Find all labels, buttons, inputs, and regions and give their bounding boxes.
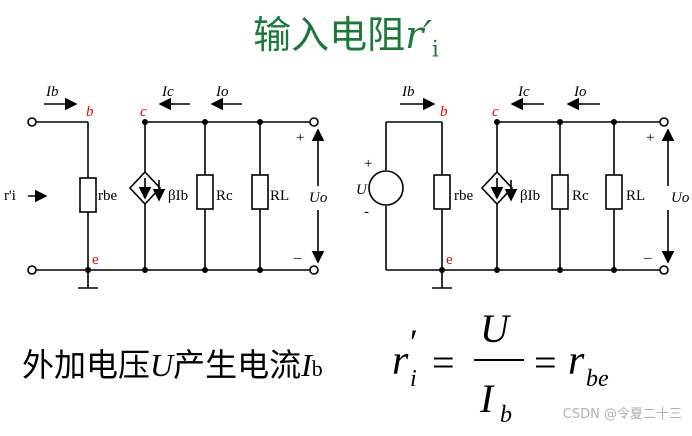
- right-ib-label: Ib: [401, 84, 415, 100]
- right-node-c: c: [492, 104, 499, 120]
- formula-lhs-sub: i: [410, 366, 417, 392]
- right-ic-label: Ic: [517, 84, 530, 100]
- left-output-terminal-bottom: [309, 265, 319, 275]
- left-input-terminal-bottom: [27, 265, 37, 275]
- left-node-e: e: [92, 252, 99, 268]
- formula-equals-2: =: [534, 340, 557, 385]
- formula-denominator: I: [479, 376, 495, 421]
- left-node-c: c: [140, 104, 147, 120]
- formula: r ′ i = U I b = r be: [392, 306, 609, 428]
- right-minus-sign: –: [643, 250, 652, 266]
- right-junctions: [439, 119, 617, 273]
- left-uo-label: Uo: [309, 190, 328, 206]
- caption-i: I: [301, 347, 312, 383]
- right-source-plus: +: [364, 156, 372, 172]
- left-rbe-label: rbe: [98, 188, 117, 204]
- left-rc-label: Rc: [216, 188, 233, 204]
- formula-den-sub: b: [500, 402, 512, 428]
- right-rc-resistor: [551, 174, 569, 210]
- left-output-terminal-top: [309, 117, 319, 127]
- caption-i-sub: b: [311, 356, 323, 381]
- right-io-label: Io: [573, 84, 587, 100]
- right-output-terminal-top: [659, 117, 669, 127]
- caption-text: 外加电压: [22, 347, 151, 383]
- formula-rhs: r: [568, 338, 585, 384]
- left-circuit: [27, 97, 325, 289]
- left-input-terminal-top: [27, 117, 37, 127]
- formula-numerator: U: [480, 306, 512, 351]
- right-circuit: [368, 97, 675, 289]
- right-output-terminal-bottom: [659, 265, 669, 275]
- left-source-label: βIb: [168, 188, 188, 204]
- caption-u: U: [150, 347, 174, 383]
- left-rl-resistor: [251, 174, 269, 210]
- left-plus-sign: +: [296, 130, 304, 146]
- right-source-label: βIb: [520, 188, 540, 204]
- left-junctions: [85, 119, 263, 273]
- watermark: CSDN @令夏二十三: [562, 407, 682, 422]
- caption-mid: 产生电流: [173, 347, 302, 383]
- right-rl-label: RL: [626, 188, 645, 204]
- left-ib-label: Ib: [45, 84, 59, 100]
- page-title: 输入电阻r′i: [0, 4, 692, 63]
- right-node-b: b: [440, 104, 448, 120]
- left-rc-resistor: [196, 174, 214, 210]
- formula-lhs: r: [392, 338, 409, 384]
- right-voltage-source: [368, 170, 404, 206]
- right-rbe-label: rbe: [454, 188, 473, 204]
- formula-equals-1: =: [432, 340, 455, 385]
- title-subscript: i: [431, 37, 439, 63]
- left-input-resistance-label: r'i: [4, 188, 16, 204]
- right-rbe-resistor: [433, 174, 451, 210]
- right-node-e: e: [446, 252, 453, 268]
- right-rc-label: Rc: [572, 188, 589, 204]
- caption: 外加电压U产生电流Ib: [22, 340, 323, 386]
- left-rl-label: RL: [270, 188, 289, 204]
- left-rbe-resistor: [79, 177, 97, 213]
- right-rl-resistor: [605, 174, 623, 210]
- formula-prime: ′: [410, 322, 418, 362]
- left-node-b: b: [86, 104, 94, 120]
- right-plus-sign: +: [646, 130, 654, 146]
- right-source-minus: -: [364, 204, 369, 220]
- formula-rhs-sub: be: [586, 366, 609, 392]
- title-prefix: 输入电阻: [253, 13, 406, 57]
- title-symbol: r′: [405, 13, 432, 57]
- left-io-label: Io: [215, 84, 229, 100]
- right-uo-label: Uo: [671, 190, 690, 206]
- right-source-u: U: [356, 182, 368, 198]
- left-minus-sign: –: [293, 250, 302, 266]
- left-ic-label: Ic: [161, 84, 174, 100]
